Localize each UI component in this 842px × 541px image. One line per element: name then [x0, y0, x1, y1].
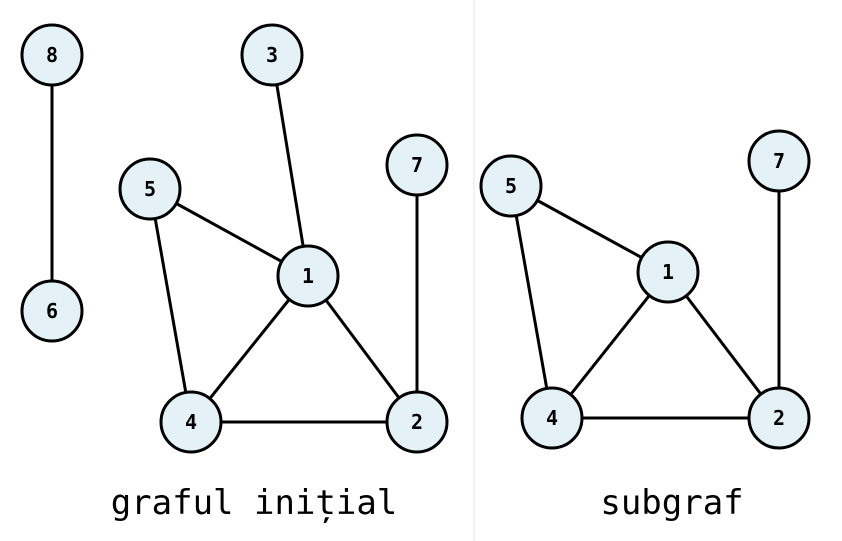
- node-1-circle: [276, 244, 340, 308]
- initial-graph-caption: graful inițial: [111, 483, 398, 523]
- edge-5-4: [148, 188, 193, 423]
- node-2-label: 2: [411, 410, 423, 434]
- node-5: 5: [118, 157, 182, 221]
- node-5-circle: [118, 157, 182, 221]
- subgraph-caption: subgraf: [600, 483, 743, 523]
- node-2: 2: [747, 386, 811, 450]
- node-7: 7: [747, 129, 811, 193]
- node-4-circle: [520, 386, 584, 450]
- node-7: 7: [385, 133, 449, 197]
- node-7-circle: [385, 133, 449, 197]
- node-2-circle: [747, 386, 811, 450]
- node-1-label: 1: [662, 260, 674, 284]
- subgraph-nodes: 5 7 1 4 2: [479, 129, 811, 450]
- edge-5-4: [509, 185, 554, 419]
- node-3-label: 3: [266, 43, 278, 67]
- node-2-circle: [385, 390, 449, 454]
- initial-graph-panel: 8 6 3 5 7 1 4 2 graful inițial: [20, 23, 449, 523]
- node-8-label: 8: [46, 43, 58, 67]
- node-6-label: 6: [46, 299, 58, 323]
- initial-graph-edges: [50, 54, 419, 424]
- node-3: 3: [240, 23, 304, 87]
- node-6: 6: [20, 279, 84, 343]
- node-7-label: 7: [411, 153, 423, 177]
- node-4: 4: [520, 386, 584, 450]
- node-6-circle: [20, 279, 84, 343]
- node-8-circle: [20, 23, 84, 87]
- node-5-label: 5: [144, 177, 156, 201]
- node-5-label: 5: [505, 174, 517, 198]
- node-4-label: 4: [546, 406, 558, 430]
- subgraph-panel: 5 7 1 4 2 subgraf: [479, 129, 811, 523]
- node-5: 5: [479, 154, 543, 218]
- node-4: 4: [159, 390, 223, 454]
- node-1-circle: [636, 240, 700, 304]
- initial-graph-nodes: 8 6 3 5 7 1 4 2: [20, 23, 449, 454]
- node-7-label: 7: [773, 149, 785, 173]
- edge-3-1: [270, 54, 310, 277]
- node-4-label: 4: [185, 410, 197, 434]
- node-3-circle: [240, 23, 304, 87]
- node-2: 2: [385, 390, 449, 454]
- node-7-circle: [747, 129, 811, 193]
- node-4-circle: [159, 390, 223, 454]
- node-8: 8: [20, 23, 84, 87]
- node-1-label: 1: [302, 264, 314, 288]
- node-2-label: 2: [773, 406, 785, 430]
- node-1: 1: [636, 240, 700, 304]
- node-1: 1: [276, 244, 340, 308]
- node-5-circle: [479, 154, 543, 218]
